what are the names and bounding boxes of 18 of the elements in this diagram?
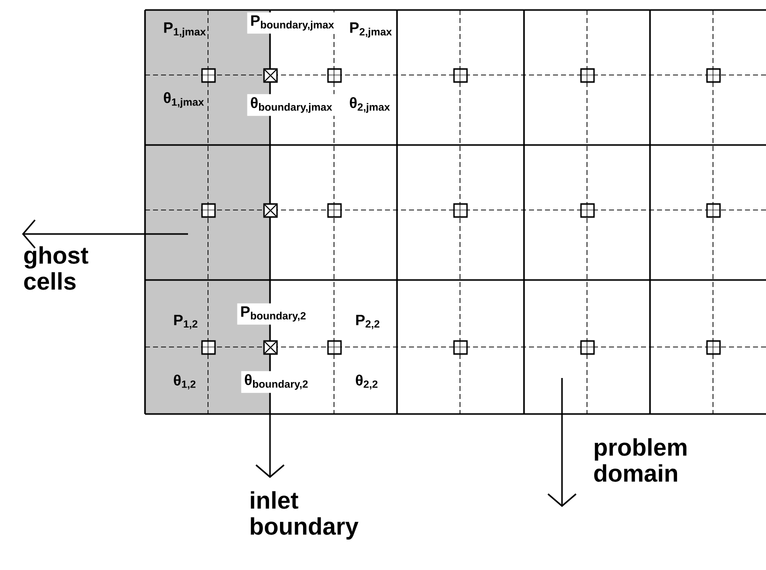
- variable-label: $\textbf{P}_{\textbf{boundary,jmax}}$: [247, 12, 338, 34]
- variable-label: $\textbf{P}_{\textbf{2,jmax}}$: [350, 22, 392, 38]
- variable-label: $\textbf{P}_{\textbf{1,2}}$: [174, 314, 198, 330]
- variable-label: $\textbf{θ}_{\textbf{2,2}}$: [356, 374, 378, 390]
- variable-label: $\textbf{θ}_{\textbf{2,jmax}}$: [350, 97, 390, 113]
- variable-label: $\textbf{θ}_{\textbf{boundary,jmax}}$: [247, 94, 336, 116]
- variable-label: $\textbf{θ}_{\textbf{boundary,2}}$: [241, 371, 312, 393]
- variable-label: $\textbf{P}_{\textbf{boundary,2}}$: [237, 303, 310, 325]
- arrow: [548, 378, 576, 507]
- variable-label: $\textbf{P}_{\textbf{1,jmax}}$: [164, 22, 206, 38]
- arrow: [22, 220, 188, 248]
- annotation-text: inlet boundary: [250, 491, 358, 540]
- variable-label: $\textbf{θ}_{\textbf{1,jmax}}$: [164, 92, 204, 108]
- variable-label: $\textbf{θ}_{\textbf{1,2}}$: [174, 374, 196, 390]
- annotation-text: ghost cells: [24, 246, 88, 290]
- variable-label: $\textbf{P}_{\textbf{2,2}}$: [356, 314, 380, 330]
- arrow: [256, 414, 284, 478]
- annotation-text: problem domain: [594, 438, 686, 482]
